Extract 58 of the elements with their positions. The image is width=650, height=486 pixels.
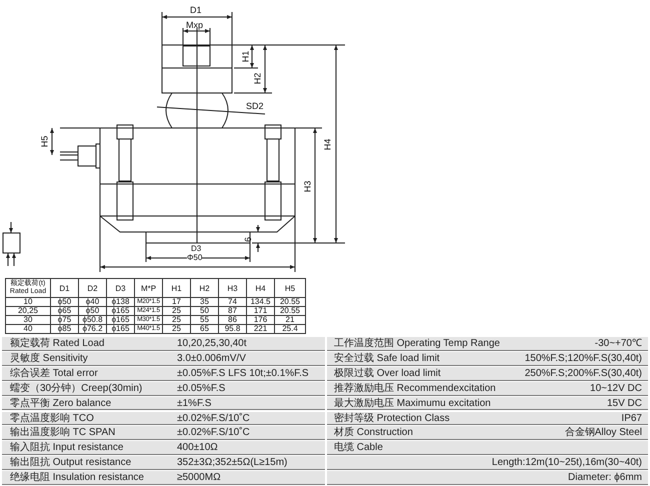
- spec-name: 输入阻抗 Input resistance: [10, 442, 124, 454]
- spec-value: 合金钢Alloy Steel: [564, 427, 642, 440]
- spec-name: 材质 Construction: [334, 427, 413, 440]
- spec-name: 综合误差 Total error: [10, 368, 98, 380]
- spec-name: 工作温度范围 Operating Temp Range: [334, 338, 500, 350]
- table-value: 221: [246, 324, 275, 334]
- spec-name: 零点平衡 Zero balance: [10, 398, 112, 410]
- spec-name: 蠕变（30分钟）Creep(30min): [10, 382, 142, 395]
- spec-value: 15V DC: [606, 398, 642, 410]
- spec-value: 250%F.S;200%F.S(30,40t): [524, 368, 642, 380]
- spec-name: 输出温度影响 TC SPAN: [10, 427, 116, 440]
- spec-value: Diameter: ϕ6mm: [568, 472, 642, 484]
- dimension-label: H3: [303, 180, 312, 192]
- dimension-label: SD2: [246, 102, 264, 111]
- spec-value: ±0.05%F.S LFS 10t;±0.1%F.S: [177, 368, 309, 380]
- spec-value: ±0.02%F.S/10˚C: [177, 427, 250, 440]
- spec-value: 3.0±0.006mV/V: [177, 352, 246, 365]
- dimension-label: Mxp: [186, 21, 204, 30]
- table-value: 25.4: [274, 324, 306, 334]
- dimension-label: D1: [190, 6, 202, 15]
- spec-value: Length:12m(10~25t),16m(30~40t): [492, 457, 642, 470]
- dimension-label: H1: [241, 50, 250, 62]
- spec-name: 密封等级 Protection Class: [334, 412, 450, 424]
- spec-name: 绝缘电阻 Insulation resistance: [10, 472, 144, 484]
- spec-name: 电缆 Cable: [334, 442, 383, 454]
- spec-name: 安全过载 Safe load limit: [334, 352, 440, 365]
- spec-value: ±0.05%F.S: [177, 382, 226, 395]
- table-value: ϕ85: [50, 324, 79, 334]
- table-value: ϕ76.2: [78, 324, 107, 334]
- spec-value: 400±10Ω: [177, 442, 218, 454]
- spec-value: ≥5000MΩ: [177, 472, 221, 484]
- table-value: 95.8: [218, 324, 247, 334]
- spec-name: 极限过载 Over load limit: [334, 368, 441, 380]
- spec-value: ±1%F.S: [177, 398, 212, 410]
- spec-name: 输出阻抗 Output resistance: [10, 457, 132, 470]
- table-value: 65: [190, 324, 219, 334]
- spec-name: 零点温度影响 TCO: [10, 412, 94, 424]
- table-value: ϕ165: [106, 324, 135, 334]
- spec-value: ±0.02%F.S/10˚C: [177, 412, 250, 424]
- spec-value: 10,20,25,30,40t: [177, 338, 247, 350]
- column-header: H5: [274, 278, 306, 298]
- dimension-label: H4: [323, 138, 332, 150]
- spec-name: 最大激励电压 Maximumu excitation: [334, 398, 491, 410]
- spec-value: 352±3Ω;352±5Ω(L≥15m): [177, 457, 288, 470]
- spec-value: IP67: [621, 412, 642, 424]
- dimension-label: H5: [40, 136, 50, 148]
- dimension-label: H2: [253, 72, 262, 84]
- dimension-label: D3: [191, 245, 202, 253]
- spec-name: 灵敏度 Sensitivity: [10, 352, 88, 365]
- row-header: 40: [5, 324, 51, 334]
- spec-name: 额定载荷 Rated Load: [10, 338, 104, 350]
- spec-value: 10~12V DC: [590, 382, 642, 395]
- table-value: 25: [162, 324, 191, 334]
- dimension-label: 6: [244, 237, 253, 242]
- spec-value: 150%F.S;120%F.S(30,40t): [524, 352, 642, 365]
- spec-name: 推荐激励电压 Recommendexcitation: [334, 382, 496, 395]
- spec-value: -30~+70℃: [594, 338, 642, 350]
- dimension-label: Φ50: [187, 254, 202, 262]
